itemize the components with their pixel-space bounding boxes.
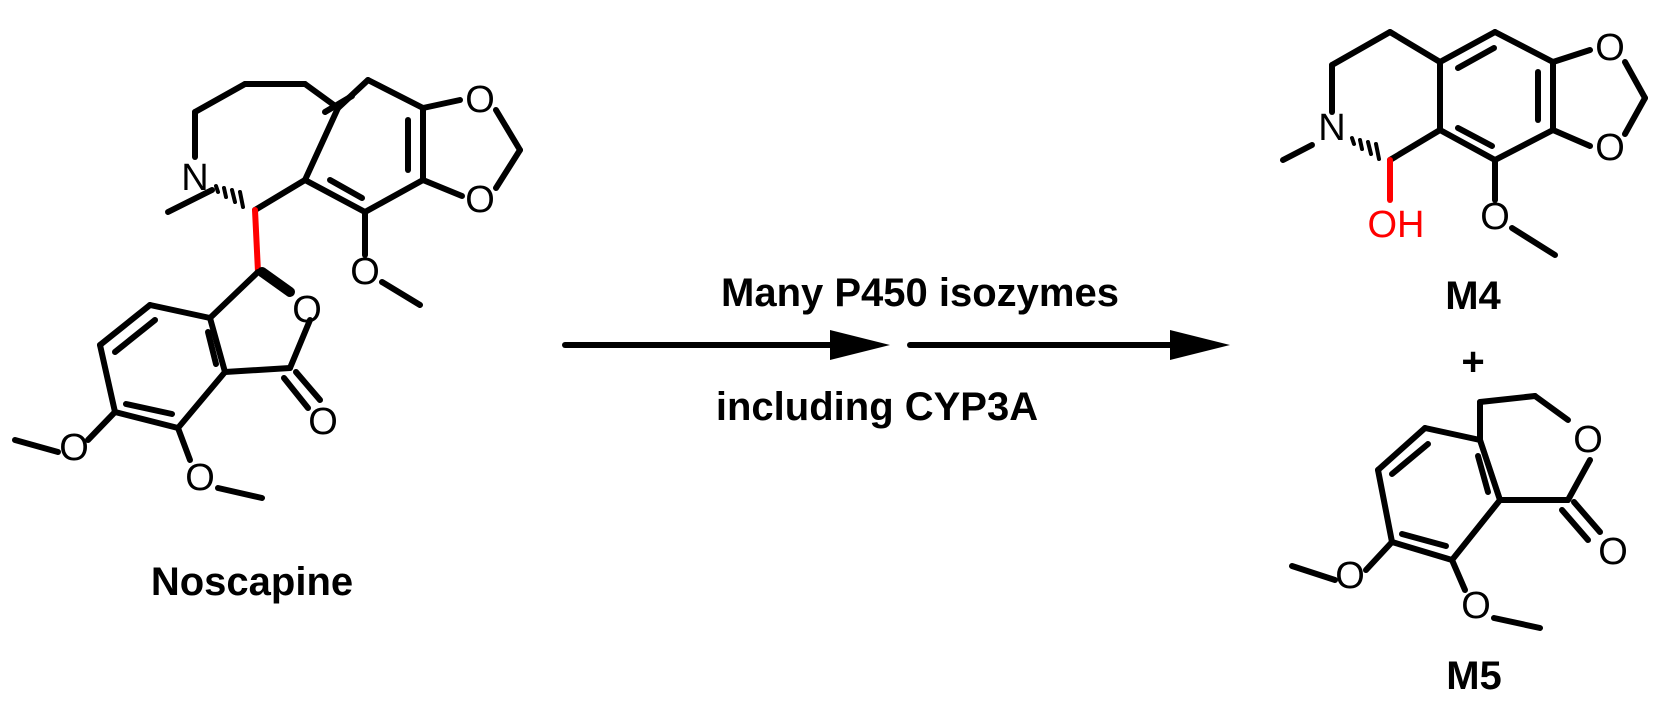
oxygen-atom: O [465,179,495,221]
oxygen-atom: O [350,251,380,293]
oxygen-atom: O [1480,196,1510,238]
oxygen-atom: O [1595,127,1625,169]
condition-isozyme: including CYP3A [716,385,1038,429]
hashed-wedge [1350,136,1381,161]
condition-enzymes: Many P450 isozymes [721,271,1119,315]
m5-label: M5 [1446,654,1502,698]
noscapine-label: Noscapine [151,560,353,604]
nitrogen-atom: N [1318,107,1345,149]
oxygen-atom: O [292,289,322,331]
nitrogen-atom: N [181,157,208,199]
m4-structure: N O O O OH [1280,27,1648,258]
reaction-arrow [562,330,1230,360]
m5-structure: O O O O [1289,393,1628,631]
noscapine-structure: N O O O O O O O [12,77,523,501]
oxygen-atom: O [59,427,89,469]
m4-label: M4 [1445,274,1501,318]
plus-sign: + [1461,340,1484,384]
oxygen-atom: O [1335,555,1365,597]
oxygen-atom: O [1461,585,1491,627]
oxygen-atom: O [1595,27,1625,69]
oxygen-atom: O [465,79,495,121]
oxygen-atom: O [1573,419,1603,461]
oxygen-atom: O [308,401,338,443]
hydroxyl-group: OH [1368,204,1425,246]
oxygen-atom: O [1598,531,1628,573]
hashed-wedge [214,184,245,209]
oxygen-atom: O [185,457,215,499]
